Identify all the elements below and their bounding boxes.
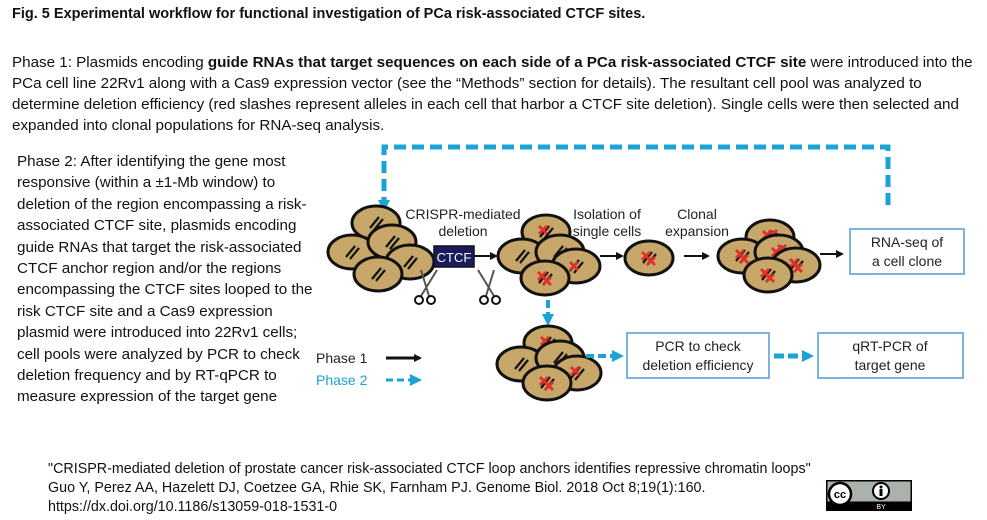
scissors-icon-right <box>477 269 501 305</box>
cc-icon <box>827 481 853 507</box>
crispr-label-line1: CRISPR-mediated <box>405 206 520 222</box>
citation-title: "CRISPR-mediated deletion of prostate ca… <box>48 461 811 477</box>
clonal-label-line2: expansion <box>665 223 729 239</box>
citation-doi[interactable]: https://dx.doi.org/10.1186/s13059-018-15… <box>48 499 338 515</box>
citation-authors: Guo Y, Perez AA, Hazelett DJ, Coetzee GA… <box>48 480 706 496</box>
legend-phase1-label: Phase 1 <box>316 350 368 366</box>
phase1-suffix: were introduced into the PCa cell line 2… <box>12 54 973 134</box>
clonal-label-line1: Clonal <box>677 206 717 222</box>
citation: "CRISPR-mediated deletion of prostate ca… <box>48 460 811 517</box>
legend-phase2-label: Phase 2 <box>316 372 368 388</box>
qrtpcr-line2: target gene <box>855 357 926 373</box>
pcr-line1: PCR to check <box>655 338 742 354</box>
phase2-feedback-loop <box>378 144 891 212</box>
qrtpcr-box <box>817 332 964 379</box>
ctcf-box <box>433 245 475 268</box>
phase2-description: Phase 2: After identifying the gene most… <box>17 153 313 406</box>
isolation-label-line1: Isolation of <box>573 206 641 222</box>
by-label: BY <box>876 504 886 511</box>
ctcf-label: CTCF <box>437 250 472 265</box>
rnaseq-line1: RNA-seq of <box>871 234 943 250</box>
crispr-label-line2: deletion <box>438 223 487 239</box>
cc-by-license-badge[interactable]: cc BY <box>826 480 912 511</box>
phase1-bold: guide RNAs that target sequences on each… <box>207 54 807 71</box>
figure-title: Fig. 5 Experimental workflow for functio… <box>12 6 646 22</box>
phase1-description: Phase 1: Plasmids encoding guide RNAs th… <box>12 52 977 136</box>
cell-clone-population <box>716 218 822 294</box>
rnaseq-line2: a cell clone <box>872 253 942 269</box>
qrtpcr-line1: qRT-PCR of <box>852 338 927 354</box>
single-cell <box>623 239 675 277</box>
pcr-box <box>626 332 770 379</box>
isolation-label-line2: single cells <box>573 223 641 239</box>
phase1-prefix: Phase 1: Plasmids encoding <box>12 54 208 71</box>
cell-pool-phase2 <box>495 324 603 402</box>
svg-text:cc: cc <box>834 489 846 501</box>
rnaseq-box <box>849 228 965 275</box>
pcr-line2: deletion efficiency <box>642 357 753 373</box>
scissors-icon-left <box>414 269 438 305</box>
